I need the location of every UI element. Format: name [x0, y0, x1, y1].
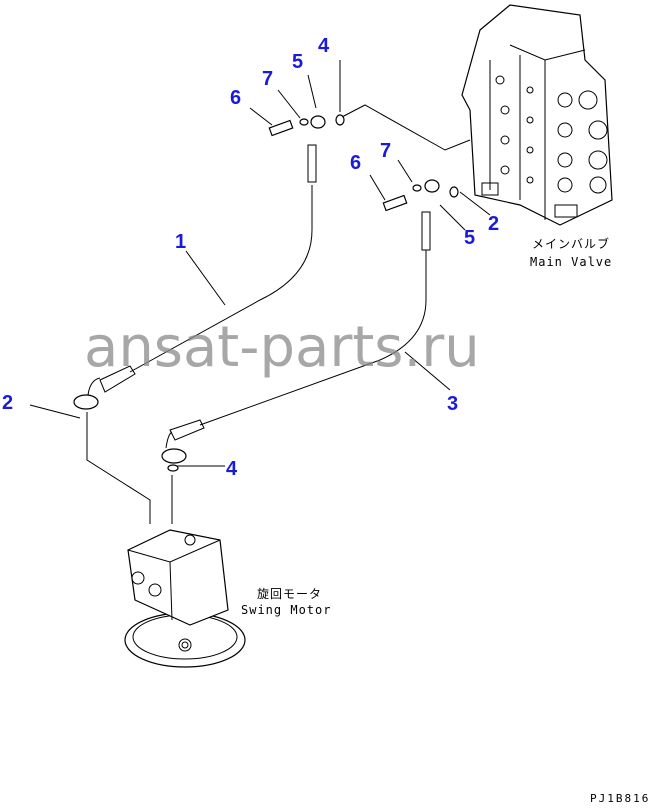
callout-7-mid: 7	[380, 140, 391, 162]
watermark: ansat-parts.ru	[84, 315, 480, 380]
leader-lines	[29, 60, 491, 524]
callout-7-top: 7	[262, 68, 273, 90]
callout-5-mid: 5	[464, 227, 475, 249]
callout-2-valve: 2	[488, 213, 499, 235]
callout-4-bottom: 4	[226, 458, 238, 480]
callout-6-top: 6	[230, 87, 241, 109]
hose-1	[87, 144, 317, 396]
swing-motor-label-en: Swing Motor	[241, 603, 331, 617]
callout-5-top: 5	[292, 51, 303, 73]
fittings	[73, 114, 459, 472]
swing-motor-drawing	[124, 529, 246, 668]
callout-2-left: 2	[2, 392, 13, 414]
callouts: 4 5 7 6 7 6 2 5 1 2 3 4	[2, 35, 499, 480]
main-valve-label-en: Main Valve	[530, 255, 612, 269]
callout-1: 1	[175, 231, 186, 253]
drawing-code: PJ1B816	[590, 792, 650, 805]
callout-4-top: 4	[318, 35, 330, 57]
callout-6-mid: 6	[350, 152, 361, 174]
main-valve-drawing	[461, 4, 613, 226]
callout-3: 3	[447, 393, 458, 415]
swing-motor-label-jp: 旋回モータ	[257, 587, 322, 601]
main-valve-label-jp: メインバルブ	[532, 236, 610, 251]
hose-3	[165, 211, 431, 449]
